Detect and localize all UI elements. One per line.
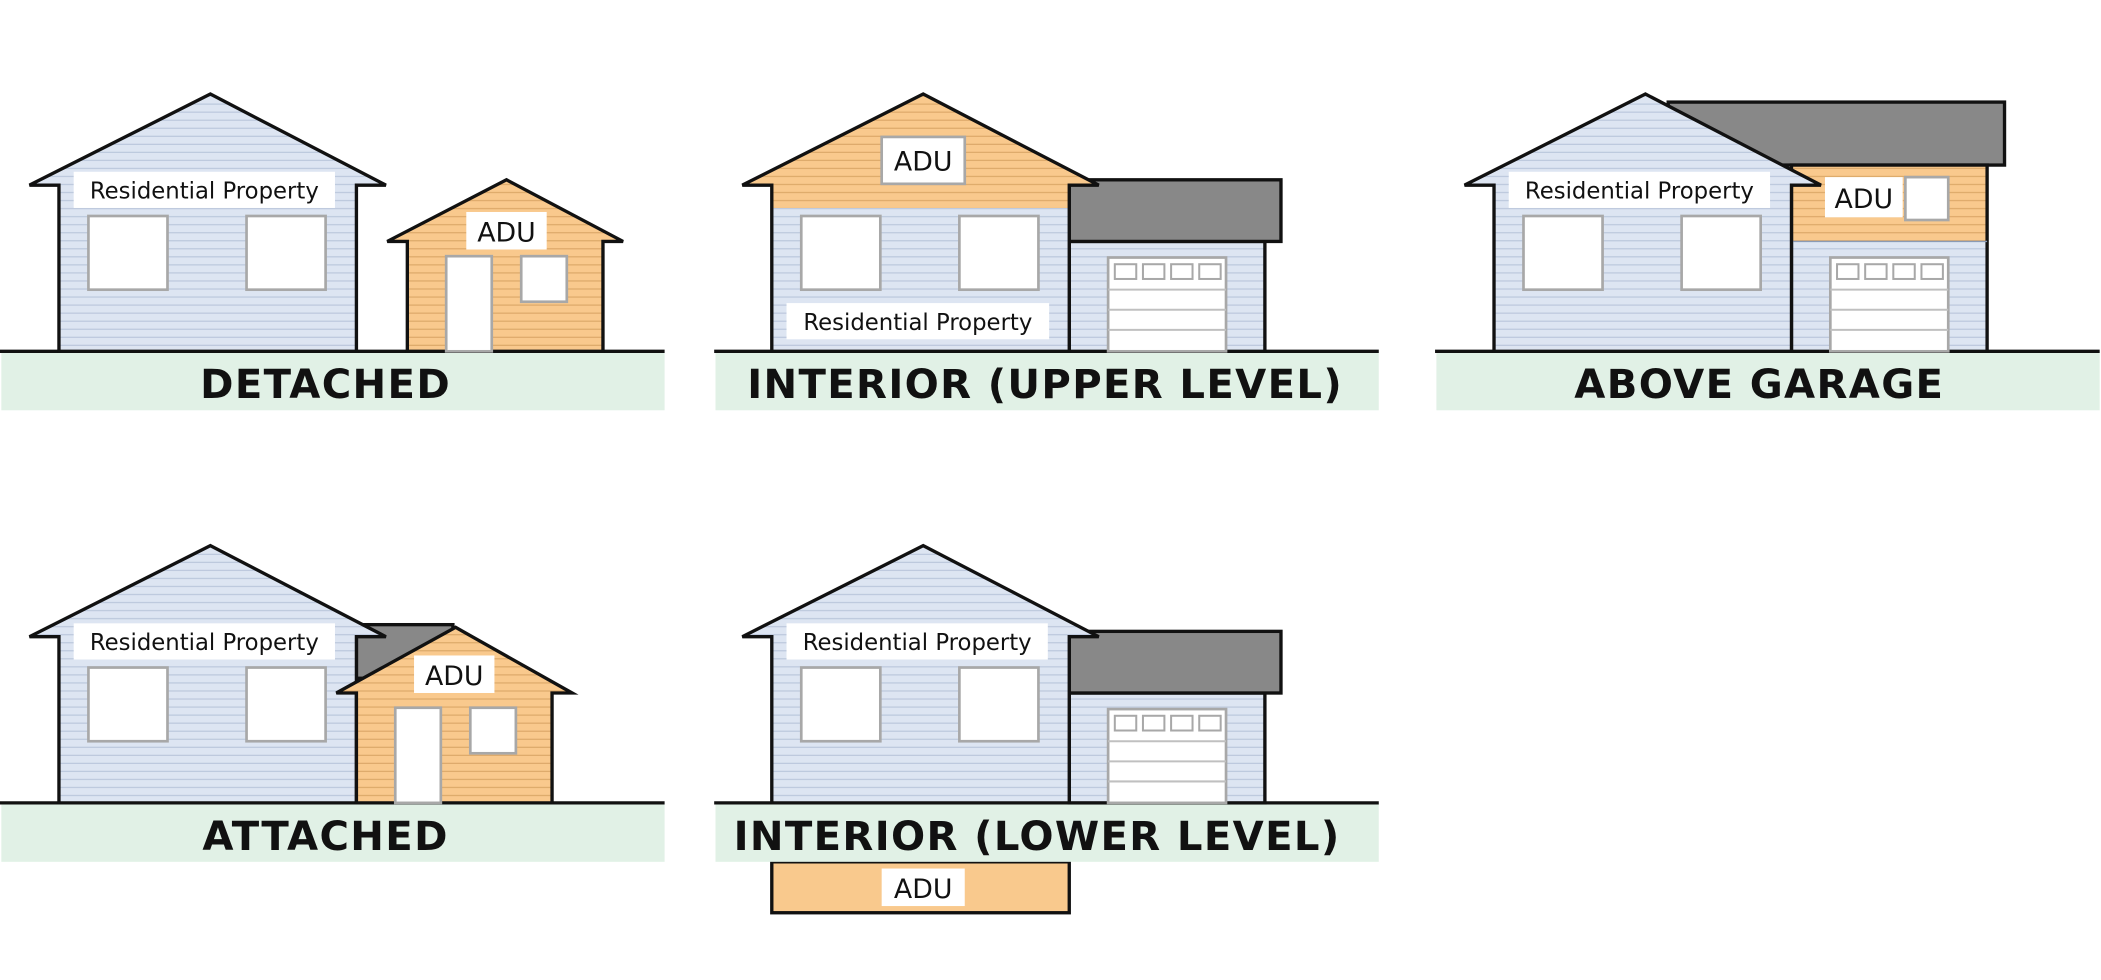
label-box — [1508, 171, 1771, 208]
house-body — [741, 543, 1100, 805]
ground-band — [715, 351, 1379, 411]
panel-detached: Residential Property ADU DETACHED — [0, 92, 665, 411]
window — [799, 214, 882, 292]
panel-interior-lower: ADU Residential Property INTERIOR (LOWER… — [714, 543, 1379, 915]
door — [444, 254, 494, 353]
window — [1522, 214, 1604, 292]
adu-label: ADU — [477, 217, 536, 248]
garage-door — [1828, 256, 1950, 353]
residential-label: Residential Property — [803, 310, 1032, 336]
adu-label: ADU — [894, 874, 953, 905]
label-box — [786, 303, 1050, 340]
label-box — [786, 623, 1048, 660]
label-box — [414, 655, 495, 693]
label-box — [73, 171, 335, 208]
residential-label: Residential Property — [90, 630, 319, 656]
caption-detached: DETACHED — [200, 362, 451, 408]
adu-body — [386, 177, 624, 353]
ground-band — [715, 802, 1379, 862]
label-box — [1824, 177, 1903, 218]
label-box — [880, 135, 967, 186]
residential-label: Residential Property — [803, 630, 1032, 656]
window — [468, 706, 518, 755]
window — [958, 666, 1040, 743]
garage-door — [1106, 707, 1228, 805]
caption-interior-lower: INTERIOR (LOWER LEVEL) — [734, 814, 1341, 860]
garage-door — [1106, 256, 1228, 353]
residential-label: Residential Property — [1525, 179, 1754, 205]
label-box — [881, 868, 965, 907]
label-box — [466, 211, 547, 250]
garage-roof — [1067, 178, 1283, 244]
caption-interior-upper: INTERIOR (UPPER LEVEL) — [747, 362, 1343, 408]
house-body — [28, 92, 387, 353]
panel-attached: Residential Property ADU ATTACHED — [0, 543, 665, 862]
residential-label: Residential Property — [90, 179, 319, 205]
adu-label: ADU — [894, 146, 953, 177]
house-outline — [741, 92, 1100, 353]
window — [1904, 175, 1950, 222]
window — [799, 666, 882, 743]
window — [245, 666, 327, 743]
caption-attached: ATTACHED — [202, 814, 448, 860]
window — [519, 254, 569, 304]
garage-roof — [1067, 629, 1283, 695]
panel-interior-upper: ADU Residential Property INTERIOR (UPPER… — [714, 92, 1379, 411]
ground-band — [1, 351, 665, 411]
adu-label: ADU — [425, 661, 484, 692]
window — [87, 666, 169, 743]
adu-label: ADU — [1835, 184, 1894, 215]
panel-above-garage: ADU Residential Property ABOVE GARAGE — [1435, 92, 2100, 411]
label-box — [73, 623, 335, 660]
window — [958, 214, 1040, 292]
house-body — [28, 543, 387, 805]
window — [87, 214, 169, 292]
window — [245, 214, 327, 292]
ground-band — [1436, 351, 2100, 411]
ground-band — [1, 802, 665, 862]
window — [1680, 214, 1762, 292]
door — [393, 706, 443, 805]
caption-above-garage: ABOVE GARAGE — [1574, 362, 1944, 408]
